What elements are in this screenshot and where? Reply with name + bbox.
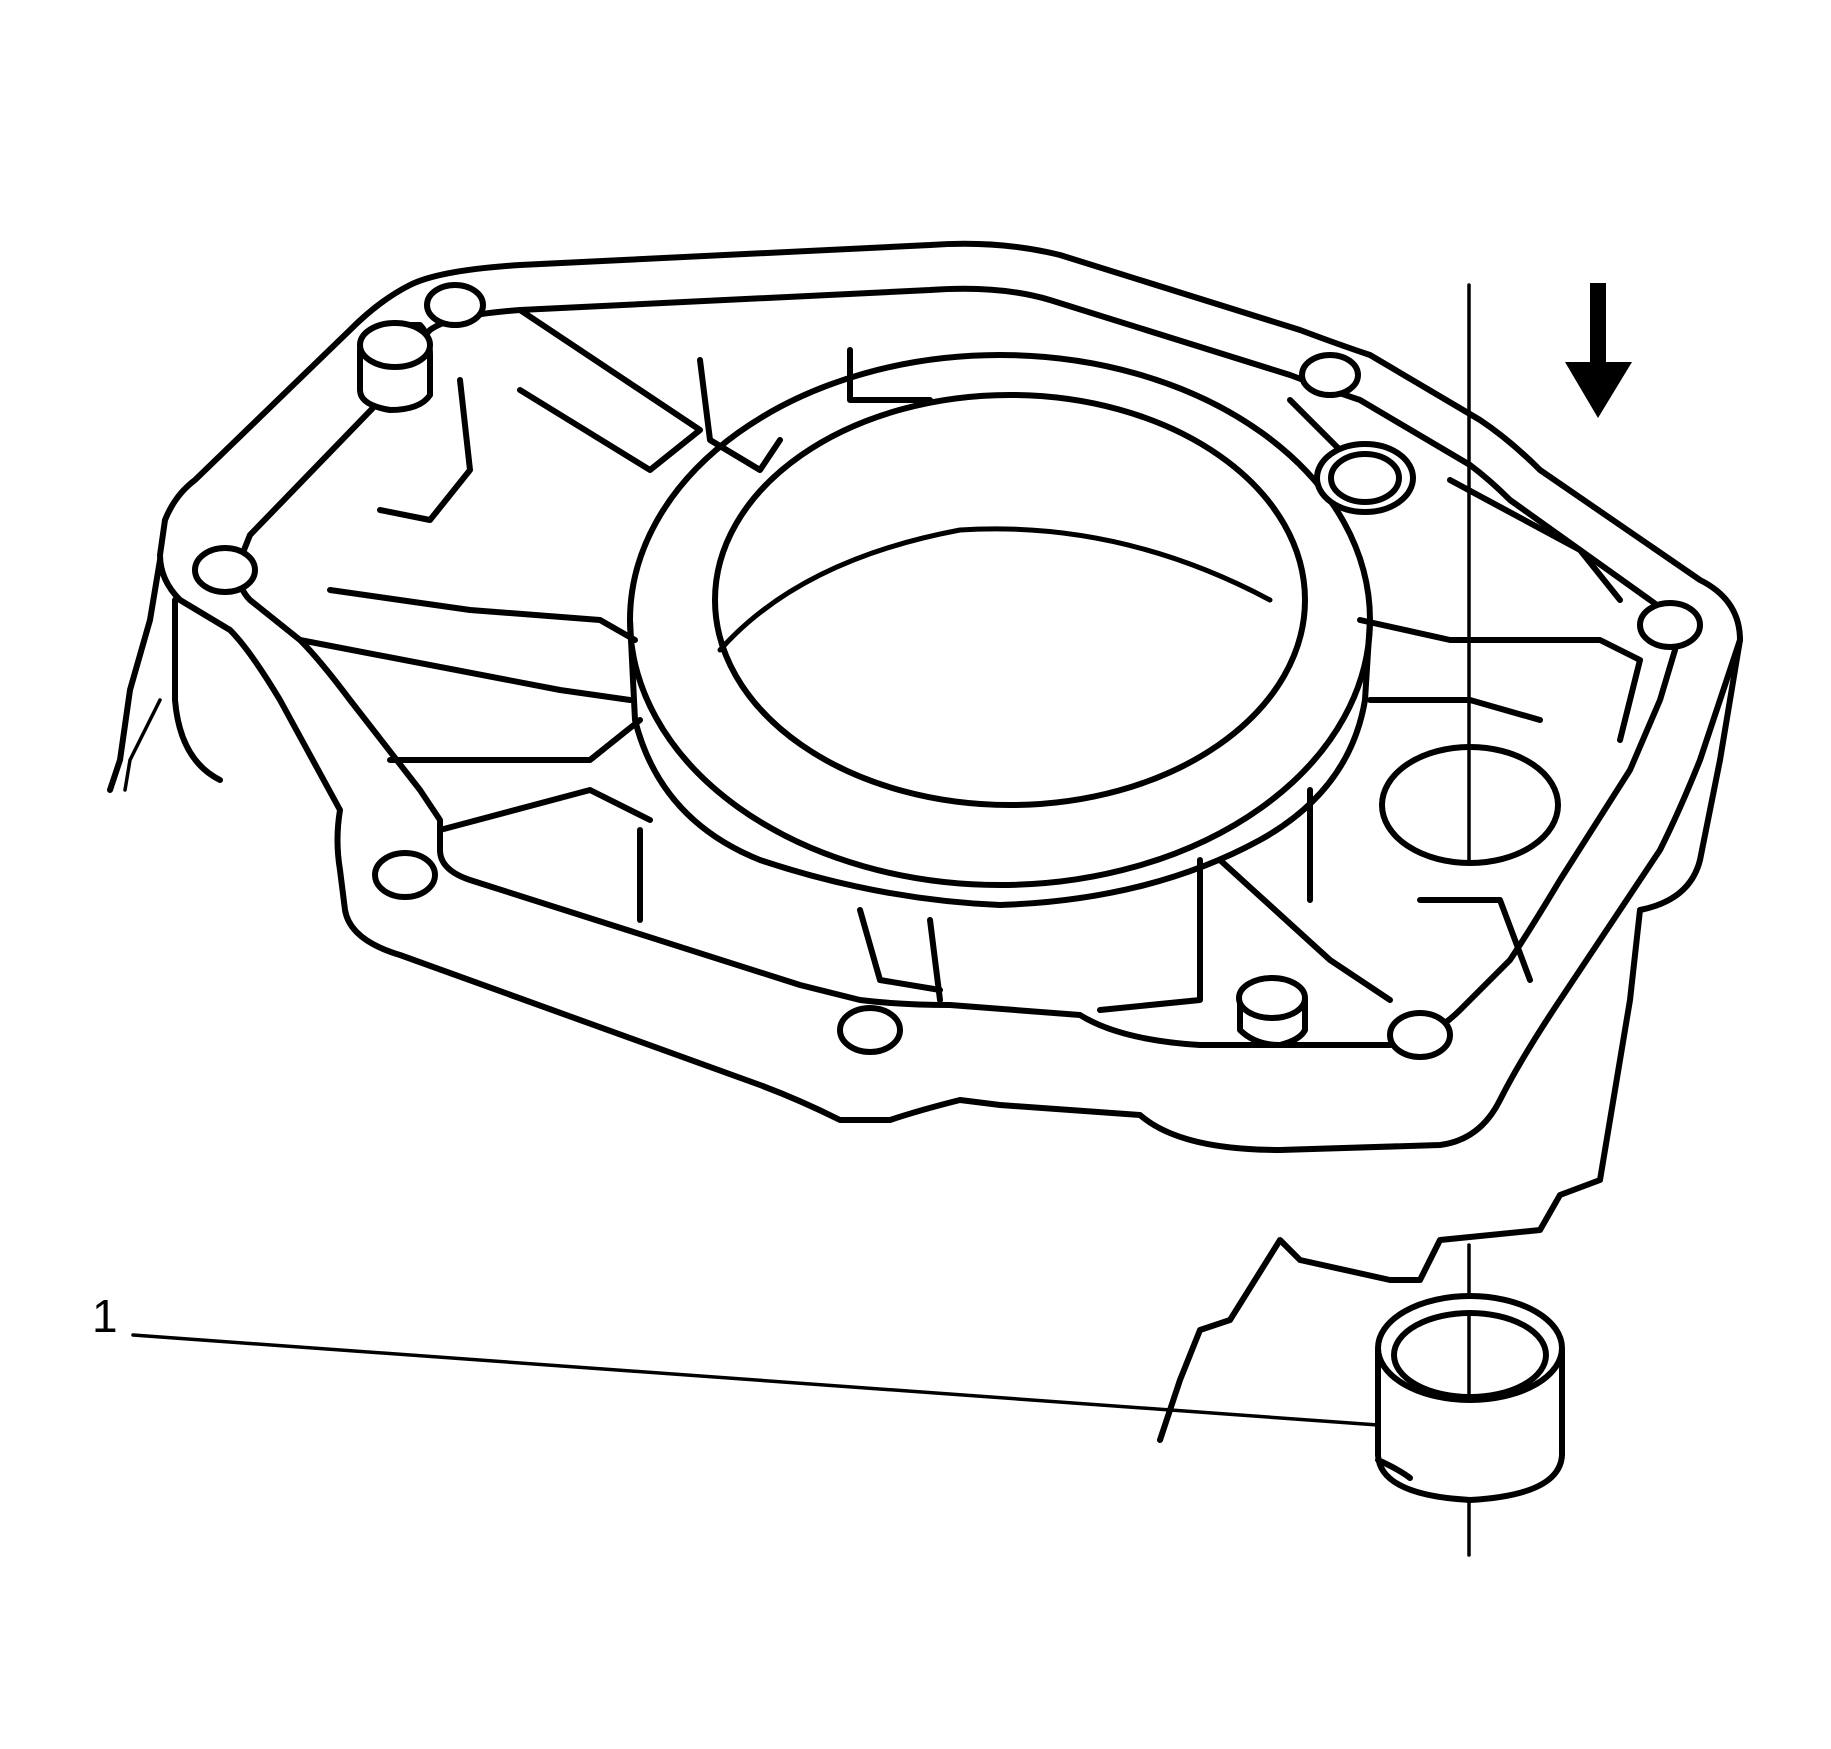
center-bore-depth [717, 526, 1273, 653]
bolt-hole [424, 282, 486, 328]
direction-arrow-down-icon [1565, 283, 1632, 418]
plug-boss-inner [1328, 451, 1402, 505]
center-bore [712, 392, 1308, 808]
callout-1: 1 [92, 1290, 1380, 1427]
housing-lower-skirt [1157, 637, 1743, 1443]
bushing-bottom-edge [1375, 1457, 1413, 1481]
transmission-cover-housing [107, 240, 1743, 1443]
housing-left-edge-detail [123, 698, 162, 792]
callout-1-leader [131, 1333, 1380, 1427]
bolt-hole [837, 1005, 903, 1055]
center-boss-wall [627, 617, 1373, 908]
bolt-hole [372, 850, 438, 900]
bolt-holes [192, 282, 1703, 1060]
left-lug-top [357, 320, 433, 370]
bolt-hole [1387, 1010, 1453, 1060]
callout-1-label: 1 [92, 1290, 118, 1342]
bushing [1375, 1293, 1565, 1503]
bolt-hole [1637, 600, 1703, 650]
bottom-lug-top [1236, 975, 1308, 1021]
bolt-hole [192, 545, 258, 595]
bolt-hole [1299, 352, 1361, 398]
housing-left-skirt [107, 557, 223, 793]
housing-ribs [297, 307, 1643, 1013]
